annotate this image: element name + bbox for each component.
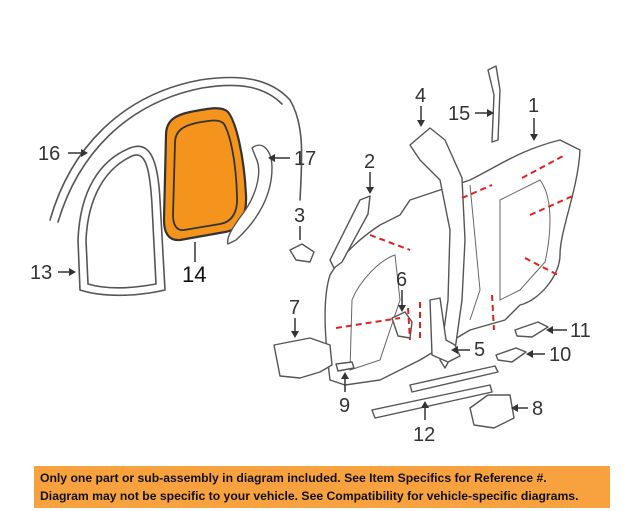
callout-6: 6	[396, 269, 407, 291]
callout-11: 11	[570, 320, 591, 342]
part-8-rear-bracket	[469, 394, 515, 429]
callout-17: 17	[294, 148, 316, 170]
part-9-clip	[335, 361, 355, 372]
callout-16: 16	[38, 143, 60, 165]
part-2-pillar-molding	[329, 195, 371, 269]
part-12-rocker-molding	[371, 365, 499, 419]
part-14-rear-door-seal-highlighted	[162, 107, 248, 242]
part-3-bracket	[289, 243, 315, 263]
callout-1: 1	[528, 95, 539, 117]
callout-14: 14	[182, 262, 206, 287]
part-13-door-weatherstrip	[77, 145, 166, 297]
callout-9: 9	[339, 395, 350, 417]
exploded-parts-diagram: 1 2 3 4 5 6 7 8 9 10 11 12 13 14 15 16 1…	[30, 65, 591, 446]
callout-13: 13	[30, 262, 52, 284]
part-11-plate	[514, 321, 549, 338]
part-16-roof-weatherstrip	[49, 76, 303, 223]
callout-8: 8	[532, 398, 543, 420]
disclaimer-line-1: Only one part or sub-assembly in diagram…	[40, 471, 547, 485]
callout-15: 15	[448, 103, 470, 125]
disclaimer-line-2: Diagram may not be specific to your vehi…	[40, 489, 579, 503]
callout-numbers: 1 2 3 4 5 6 7 8 9 10 11 12 13 14 15 16 1…	[30, 85, 591, 446]
callout-3: 3	[294, 205, 305, 227]
callout-12: 12	[413, 424, 435, 446]
callout-7: 7	[289, 297, 300, 319]
part-10-plate	[495, 347, 527, 363]
callout-5: 5	[474, 339, 485, 361]
callout-2: 2	[364, 151, 375, 173]
callout-4: 4	[415, 85, 426, 107]
disclaimer-banner: Only one part or sub-assembly in diagram…	[34, 466, 610, 508]
section-cut-lines	[335, 154, 576, 341]
callout-leaders	[58, 106, 567, 420]
part-15-roof-strip	[487, 65, 501, 143]
callout-10: 10	[549, 344, 571, 366]
part-7-lower-panel	[273, 337, 333, 379]
